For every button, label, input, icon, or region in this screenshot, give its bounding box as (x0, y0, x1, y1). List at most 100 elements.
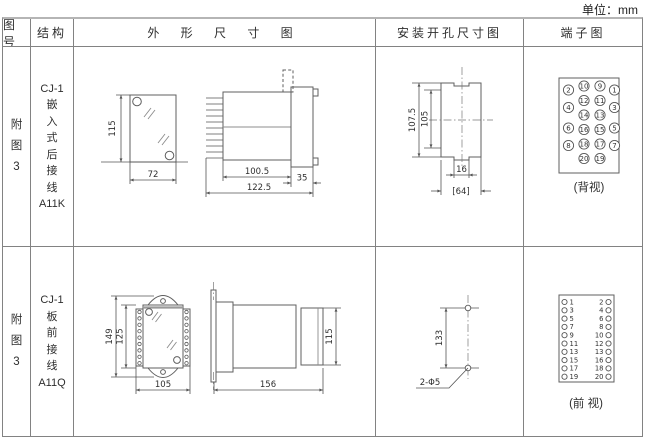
a11q-outline-drawing: 149 125 105 115 (105, 282, 341, 394)
svg-text:2: 2 (566, 87, 570, 95)
header-fig-no: 图号 (3, 19, 31, 47)
dim-label-133: 133 (435, 330, 445, 346)
svg-text:7: 7 (570, 323, 574, 331)
structure-a11q: CJ-1 板 前 接 线 A11Q (31, 247, 74, 436)
terminal-cell-a11k: 2 10 9 1 4 12 11 3 14 13 6 16 15 5 8 18 … (524, 47, 642, 247)
svg-text:10: 10 (580, 83, 589, 91)
a11k-front-view: 115 72 (101, 94, 188, 184)
spec-table: 图号 结构 外 形 尺 寸 图 安装开孔尺寸图 端子图 附 图 3 CJ-1 嵌… (2, 17, 643, 437)
terminal-cell: 20 (578, 152, 590, 165)
svg-text:11: 11 (596, 97, 605, 105)
svg-text:16: 16 (580, 126, 589, 134)
terminal-cell: 9 (594, 80, 606, 92)
terminal-cell: 15 (594, 123, 606, 136)
terminal-cell: 14 (578, 109, 590, 121)
terminal-cell: 13 (594, 109, 606, 121)
svg-text:13: 13 (596, 112, 605, 120)
a11k-side-view: 100.5 35 122.5 (205, 69, 321, 197)
outline-cell-a11q: 149 125 105 115 (74, 247, 376, 436)
svg-text:17: 17 (570, 365, 579, 373)
terminal-cell: 16 (578, 123, 590, 136)
svg-text:3: 3 (570, 307, 574, 315)
svg-text:1: 1 (570, 298, 574, 306)
svg-text:12: 12 (595, 340, 604, 348)
svg-text:4: 4 (566, 104, 571, 112)
unit-label: 单位：mm (582, 3, 638, 17)
svg-text:12: 12 (580, 97, 589, 105)
terminal-cell: 5 (608, 122, 621, 134)
a11q-mounting-drawing: 133 2-Φ5 (416, 295, 479, 389)
svg-text:1: 1 (612, 87, 616, 95)
svg-text:20: 20 (595, 373, 604, 381)
terminal-cell: 19 (594, 152, 606, 165)
svg-text:13: 13 (595, 348, 604, 356)
svg-text:6: 6 (566, 125, 571, 133)
svg-text:2: 2 (599, 298, 603, 306)
a11q-side-view: 115 156 (210, 282, 341, 394)
hole-size-label: 2-Φ5 (420, 378, 441, 388)
a11q-front-view: 149 125 105 (105, 295, 191, 394)
fig-no-a11k: 附 图 3 (3, 47, 31, 247)
svg-text:19: 19 (596, 155, 605, 163)
dim-label-105-w: 105 (155, 380, 171, 390)
terminal-cell: 8 (562, 139, 575, 152)
a11k-terminal-diagram: 2 10 9 1 4 12 11 3 14 13 6 16 15 5 8 18 … (558, 77, 621, 194)
svg-text:13: 13 (570, 348, 579, 356)
svg-text:8: 8 (599, 323, 603, 331)
front-view-caption: (前 视) (569, 396, 603, 410)
a11k-outline-drawing: 115 72 100.5 (101, 69, 321, 197)
svg-text:8: 8 (566, 142, 570, 150)
dim-label-16: 16 (456, 165, 467, 175)
a11k-mounting-drawing: 107.5 105 16 [64] (408, 67, 493, 197)
terminal-cell: 7 (608, 139, 621, 152)
svg-text:14: 14 (580, 112, 589, 120)
terminal-cell: 3 (608, 101, 621, 114)
terminal-cell: 2 (562, 84, 575, 96)
svg-text:16: 16 (595, 356, 604, 364)
terminal-cell: 6 (562, 122, 575, 134)
svg-text:18: 18 (595, 365, 604, 373)
dim-label-122-5: 122.5 (247, 183, 271, 193)
terminal-cell: 18 (578, 138, 590, 150)
dim-label-100-5: 100.5 (245, 167, 269, 177)
header-mounting: 安装开孔尺寸图 (376, 19, 524, 47)
header-structure: 结构 (31, 19, 74, 47)
dim-label-149: 149 (105, 328, 115, 344)
terminal-cell: 11 (594, 94, 606, 107)
dim-label-125: 125 (116, 328, 126, 344)
dim-label-156: 156 (260, 380, 276, 390)
svg-text:19: 19 (570, 373, 579, 381)
dim-label-72: 72 (148, 170, 159, 180)
svg-text:17: 17 (596, 141, 605, 149)
terminal-cell: 17 (594, 138, 606, 150)
terminal-strip-contacts (137, 309, 189, 366)
terminal-cell: 12 (578, 94, 590, 107)
outline-cell-a11k: 115 72 100.5 (74, 47, 376, 247)
back-view-caption: (背视) (574, 180, 605, 194)
structure-a11k: CJ-1 嵌 入 式 后 接 线 A11K (31, 47, 74, 247)
svg-text:18: 18 (580, 141, 589, 149)
svg-text:10: 10 (595, 332, 604, 340)
svg-text:9: 9 (570, 332, 574, 340)
terminal-row: 9 10 (561, 332, 612, 340)
header-terminal: 端子图 (524, 19, 642, 47)
svg-text:4: 4 (599, 307, 603, 315)
svg-text:5: 5 (570, 315, 574, 323)
terminal-row: 11 12 (561, 340, 612, 348)
mounting-cell-a11k: 107.5 105 16 [64] (376, 47, 524, 247)
terminal-cell: 1 (608, 84, 621, 96)
dim-label-105: 105 (421, 111, 431, 127)
terminal-cell: 4 (562, 101, 575, 114)
svg-text:3: 3 (612, 104, 616, 112)
svg-text:9: 9 (598, 83, 602, 91)
svg-text:11: 11 (570, 340, 579, 348)
